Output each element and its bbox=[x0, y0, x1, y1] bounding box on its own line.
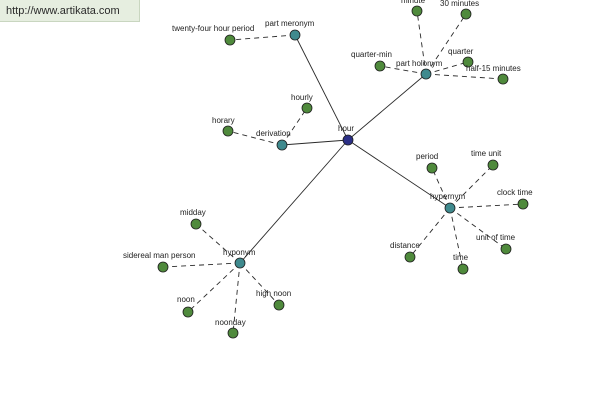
node-period[interactable] bbox=[426, 162, 438, 174]
label-hypernym[interactable]: hypernym bbox=[430, 192, 465, 201]
label-distance[interactable]: distance bbox=[390, 241, 420, 250]
edge-hour-hyponym bbox=[239, 139, 349, 264]
label-clock-time[interactable]: clock time bbox=[497, 188, 533, 197]
node-clock-time[interactable] bbox=[517, 198, 529, 210]
edge-part-meronym-twenty-four-hour-period bbox=[229, 34, 296, 41]
node-minute[interactable] bbox=[411, 5, 423, 17]
edge-hypernym-clock-time bbox=[449, 203, 524, 209]
label-noonday[interactable]: noonday bbox=[215, 318, 246, 327]
label-part-holonym[interactable]: part holonym bbox=[396, 59, 443, 68]
label-hourly[interactable]: hourly bbox=[291, 93, 313, 102]
node-unit-of-time[interactable] bbox=[500, 243, 512, 255]
edge-hypernym-distance bbox=[409, 207, 451, 258]
node-horary[interactable] bbox=[222, 125, 234, 137]
edge-part-holonym-minute bbox=[416, 10, 427, 75]
node-time[interactable] bbox=[457, 263, 469, 275]
label-twenty-four-hour-period[interactable]: twenty-four hour period bbox=[172, 24, 254, 33]
label-noon[interactable]: noon bbox=[177, 295, 195, 304]
label-midday[interactable]: midday bbox=[180, 208, 206, 217]
node-sidereal-man-person[interactable] bbox=[157, 261, 169, 273]
node-quarter[interactable] bbox=[462, 56, 474, 68]
label-derivation[interactable]: derivation bbox=[256, 129, 291, 138]
label-period[interactable]: period bbox=[416, 152, 438, 161]
site-watermark[interactable]: http://www.artikata.com bbox=[0, 0, 140, 22]
node-part-holonym[interactable] bbox=[420, 68, 432, 80]
edge-hour-derivation bbox=[281, 139, 349, 146]
edge-hyponym-midday bbox=[195, 223, 241, 264]
node-noon[interactable] bbox=[182, 306, 194, 318]
node-hour[interactable] bbox=[342, 134, 354, 146]
label-quarter[interactable]: quarter bbox=[448, 47, 474, 56]
label-high-noon[interactable]: high noon bbox=[256, 289, 291, 298]
node-distance[interactable] bbox=[404, 251, 416, 263]
label-half-15-minutes[interactable]: half-15 minutes bbox=[466, 64, 521, 73]
edge-hyponym-sidereal-man-person bbox=[162, 262, 241, 268]
edge-derivation-horary bbox=[227, 130, 283, 146]
edge-hypernym-unit-of-time bbox=[449, 207, 507, 250]
node-quarter-min[interactable] bbox=[374, 60, 386, 72]
node-half-15-minutes[interactable] bbox=[497, 73, 509, 85]
label-sidereal-man-person[interactable]: sidereal man person bbox=[123, 251, 195, 260]
edge-hyponym-noonday bbox=[232, 262, 241, 334]
node-twenty-four-hour-period[interactable] bbox=[224, 34, 236, 46]
node-hyponym[interactable] bbox=[234, 257, 246, 269]
node-30-minutes[interactable] bbox=[460, 8, 472, 20]
label-time[interactable]: time bbox=[453, 253, 469, 262]
node-midday[interactable] bbox=[190, 218, 202, 230]
edge-hypernym-time bbox=[449, 207, 464, 270]
label-time-unit[interactable]: time unit bbox=[471, 149, 502, 158]
label-hyponym[interactable]: hyponym bbox=[223, 248, 256, 257]
edge-hyponym-high-noon bbox=[239, 262, 280, 306]
node-hourly[interactable] bbox=[301, 102, 313, 114]
label-part-meronym[interactable]: part meronym bbox=[265, 19, 315, 28]
label-hour[interactable]: hour bbox=[338, 124, 354, 133]
node-part-meronym[interactable] bbox=[289, 29, 301, 41]
edge-part-holonym-quarter-min bbox=[379, 65, 427, 75]
edge-hypernym-time-unit bbox=[449, 164, 494, 209]
node-hypernym[interactable] bbox=[444, 202, 456, 214]
label-horary[interactable]: horary bbox=[212, 116, 235, 125]
edge-part-holonym-30-minutes bbox=[425, 13, 467, 75]
edge-derivation-hourly bbox=[281, 107, 308, 146]
edge-part-holonym-half-15-minutes bbox=[425, 73, 504, 80]
node-time-unit[interactable] bbox=[487, 159, 499, 171]
edge-hour-part-meronym bbox=[294, 34, 349, 141]
node-noonday[interactable] bbox=[227, 327, 239, 339]
edge-hyponym-noon bbox=[187, 262, 241, 313]
label-30-minutes[interactable]: 30 minutes bbox=[440, 0, 479, 8]
node-high-noon[interactable] bbox=[273, 299, 285, 311]
label-unit-of-time[interactable]: unit of time bbox=[476, 233, 516, 242]
node-derivation[interactable] bbox=[276, 139, 288, 151]
edge-hypernym-period bbox=[431, 167, 451, 209]
label-quarter-min[interactable]: quarter-min bbox=[351, 50, 392, 59]
label-minute[interactable]: minute bbox=[401, 0, 426, 5]
edge-hour-hypernym bbox=[347, 139, 451, 209]
edge-hour-part-holonym bbox=[347, 73, 427, 141]
edge-part-holonym-quarter bbox=[425, 61, 469, 75]
